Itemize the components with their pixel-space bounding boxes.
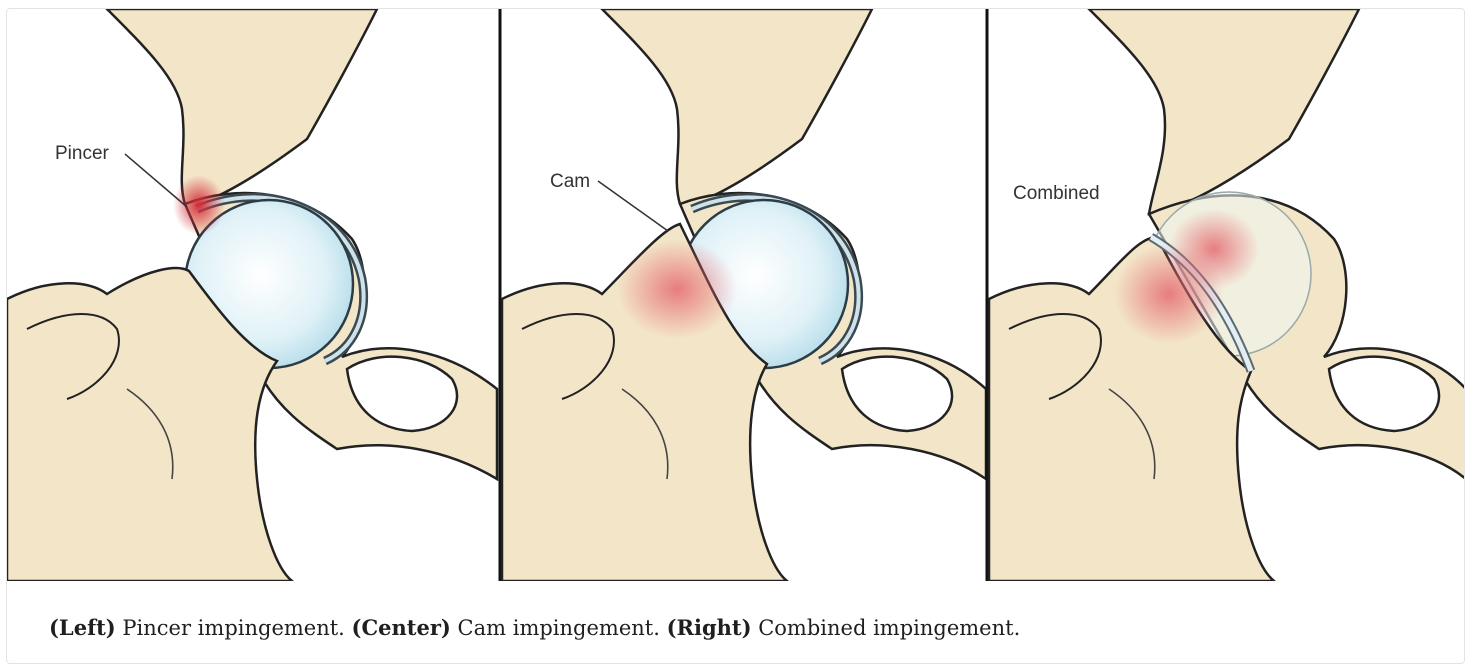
figure-card: Pincer Cam [6, 8, 1465, 664]
panel-combined: Combined [989, 9, 1465, 581]
caption-left-text: Pincer impingement. [116, 616, 352, 640]
caption-center-tag: (Center) [352, 615, 451, 640]
caption-center-text: Cam impingement. [451, 616, 667, 640]
pincer-label: Pincer [55, 143, 110, 164]
panel-pincer: Pincer [7, 9, 497, 581]
hip-impingement-illustration: Pincer Cam [7, 9, 1465, 581]
figure-caption: (Left) Pincer impingement. (Center) Cam … [49, 615, 1020, 641]
panel-cam: Cam [502, 9, 986, 581]
cam-label: Cam [550, 171, 590, 192]
caption-left-tag: (Left) [49, 615, 116, 640]
combined-label: Combined [1013, 183, 1100, 204]
caption-right-text: Combined impingement. [752, 616, 1021, 640]
caption-right-tag: (Right) [667, 615, 752, 640]
